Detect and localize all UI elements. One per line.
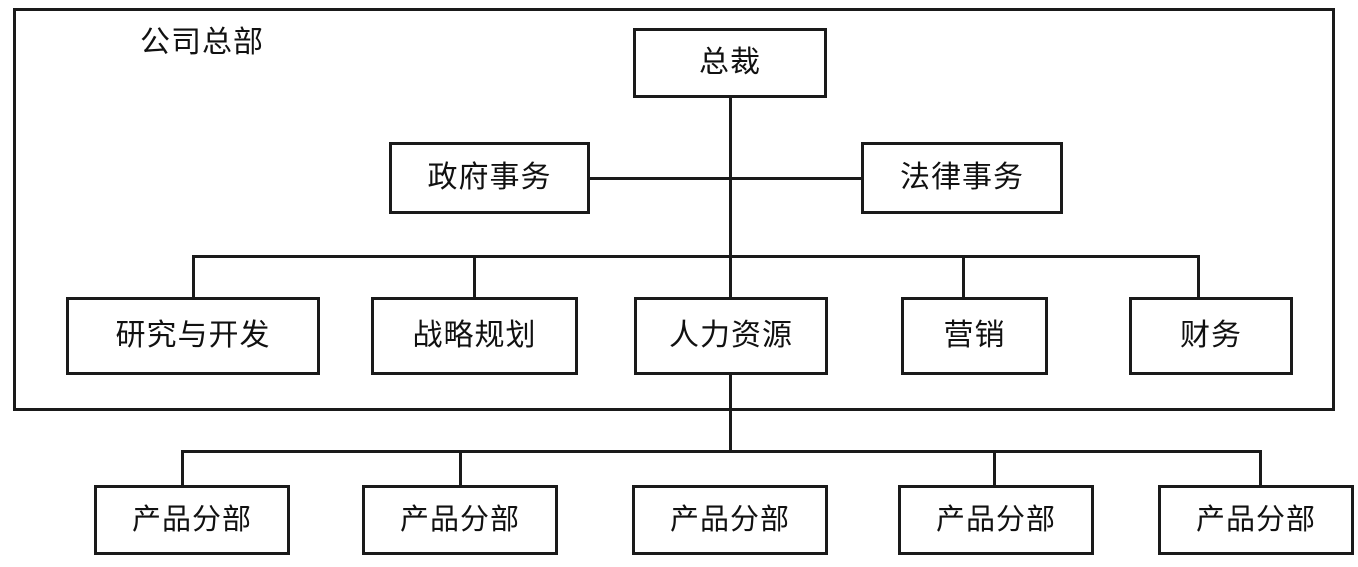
node-human-resources[interactable]: 人力资源	[634, 297, 828, 375]
node-finance-label: 财务	[1180, 319, 1242, 352]
node-government-affairs-label: 政府事务	[427, 161, 552, 194]
node-legal-affairs[interactable]: 法律事务	[861, 142, 1063, 214]
connector-president-trunk	[729, 98, 732, 450]
connector-staff-horizontal	[590, 177, 861, 180]
node-product-division-3[interactable]: 产品分部	[632, 485, 828, 555]
node-strategic-planning[interactable]: 战略规划	[371, 297, 578, 375]
node-human-resources-label: 人力资源	[669, 319, 793, 352]
node-product-division-1[interactable]: 产品分部	[94, 485, 290, 555]
connector-drop-division-2	[459, 450, 462, 485]
connector-drop-division-4	[993, 450, 996, 485]
connector-drop-division-5	[1259, 450, 1262, 485]
node-product-division-3-label: 产品分部	[669, 503, 790, 536]
node-finance[interactable]: 财务	[1129, 297, 1293, 375]
headquarters-frame	[13, 8, 1335, 411]
headquarters-label: 公司总部	[140, 26, 264, 59]
connector-drop-finance	[1197, 255, 1200, 297]
node-product-division-2-label: 产品分部	[399, 503, 520, 536]
connector-departments-bus	[192, 255, 1200, 258]
node-president-label: 总裁	[699, 46, 761, 79]
node-product-division-4[interactable]: 产品分部	[898, 485, 1094, 555]
node-product-division-2[interactable]: 产品分部	[362, 485, 558, 555]
node-marketing[interactable]: 营销	[901, 297, 1048, 375]
node-product-division-4-label: 产品分部	[935, 503, 1056, 536]
node-research-development[interactable]: 研究与开发	[66, 297, 320, 375]
connector-divisions-bus	[181, 450, 1262, 453]
node-research-development-label: 研究与开发	[115, 319, 271, 352]
connector-drop-marketing	[962, 255, 965, 297]
node-legal-affairs-label: 法律事务	[900, 161, 1024, 194]
node-government-affairs[interactable]: 政府事务	[389, 142, 590, 214]
connector-drop-division-1	[181, 450, 184, 485]
connector-drop-research-development	[192, 255, 195, 297]
node-product-division-1-label: 产品分部	[131, 503, 252, 536]
node-marketing-label: 营销	[943, 319, 1006, 352]
connector-drop-strategic-planning	[473, 255, 476, 297]
node-product-division-5-label: 产品分部	[1195, 503, 1316, 536]
node-product-division-5[interactable]: 产品分部	[1158, 485, 1354, 555]
node-president[interactable]: 总裁	[633, 28, 827, 98]
node-strategic-planning-label: 战略规划	[412, 319, 537, 352]
